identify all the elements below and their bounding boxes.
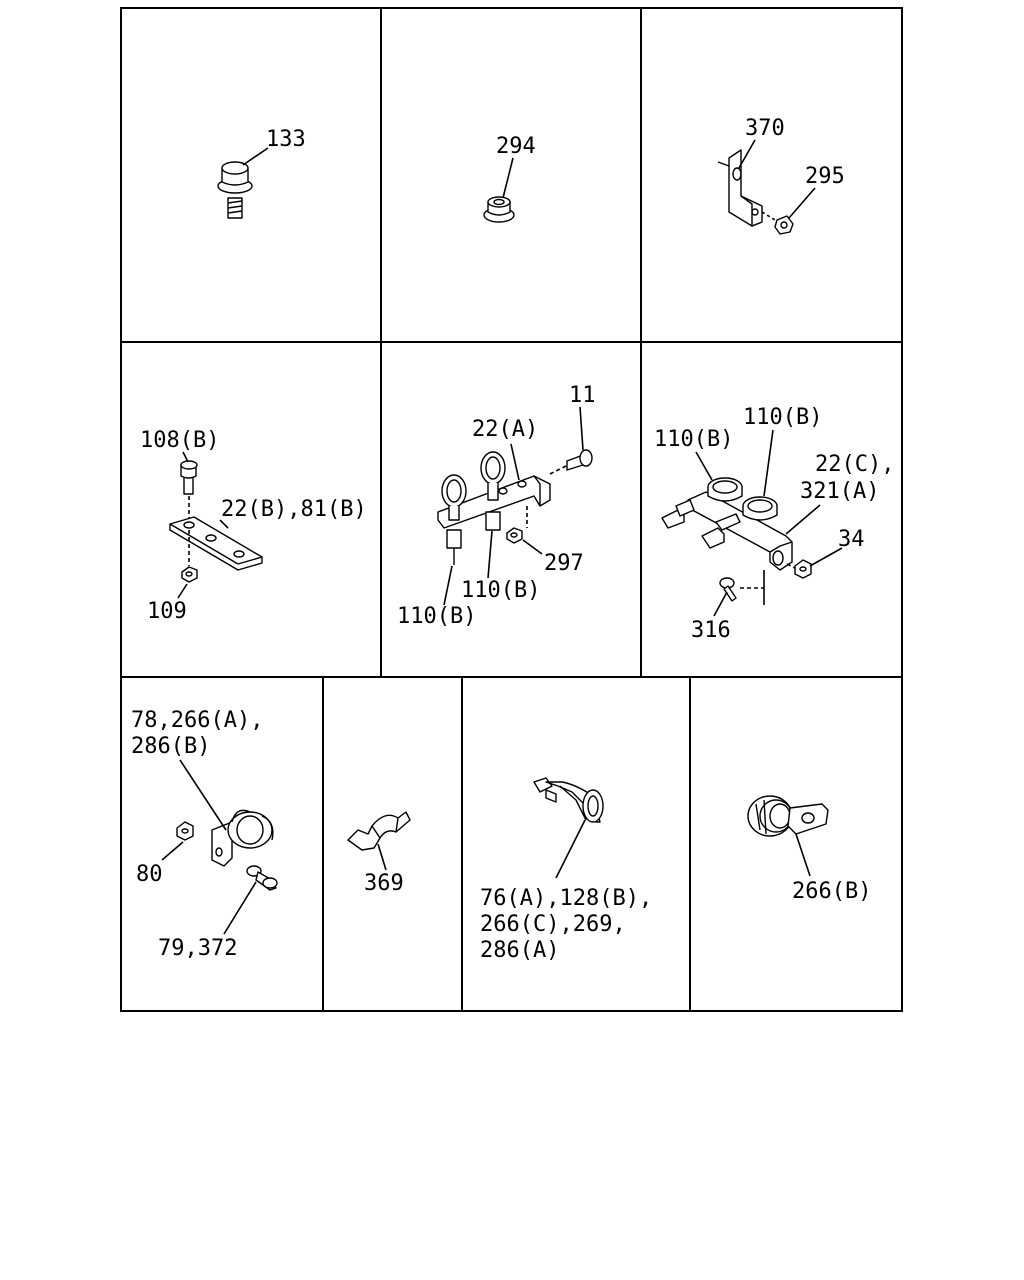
leader-line (763, 429, 774, 497)
hose-clamp-part[interactable] (707, 477, 743, 502)
part-label: 294 (496, 134, 536, 159)
panel-5: 11 22(A) 297 110(B) 110(B) (397, 383, 596, 629)
part-label: 369 (364, 871, 404, 896)
part-label: 22(A) (472, 417, 538, 442)
leader-line (795, 833, 811, 877)
panel-6: 110(B) 110(B) 22(C), 321(A) 34 316 (654, 405, 894, 643)
leader-line (443, 565, 453, 606)
leader-line (522, 539, 543, 555)
leader-line (182, 451, 189, 463)
part-label: 286(B) (131, 734, 210, 759)
leader-line (786, 563, 796, 569)
nut-part[interactable] (794, 559, 812, 579)
part-label: 22(B),81(B) (221, 497, 367, 522)
bracket-part[interactable] (437, 475, 551, 529)
band-clamp-part[interactable] (533, 777, 604, 823)
leader-line (161, 841, 184, 861)
clamp-tab-part[interactable] (675, 499, 695, 517)
clamp-tab-part[interactable] (661, 509, 685, 529)
part-label: 78,266(A), (131, 708, 263, 733)
flange-nut-part[interactable] (483, 196, 515, 223)
leader-line (219, 519, 229, 529)
part-label: 76(A),128(B), (480, 886, 652, 911)
leader-line (785, 504, 821, 535)
part-label: 110(B) (654, 427, 733, 452)
bolt-part[interactable] (719, 577, 737, 602)
leader-line (223, 881, 257, 935)
nut-part[interactable] (181, 566, 198, 583)
panel-1: 133 (217, 127, 306, 219)
panel-2: 294 (483, 134, 536, 223)
part-label: 108(B) (140, 428, 219, 453)
hose-clamp-part[interactable] (742, 496, 778, 521)
hex-nut-part[interactable] (774, 215, 794, 235)
plate-part[interactable] (169, 516, 263, 571)
saddle-clamp-part[interactable] (347, 811, 411, 851)
hose-clamp-part[interactable] (441, 474, 467, 565)
panel-3: 370 295 (717, 116, 845, 235)
leader-line (695, 451, 713, 481)
leader-line (788, 187, 816, 219)
part-label: 22(C), (815, 452, 894, 477)
leader-line (809, 547, 843, 567)
nut-part[interactable] (506, 527, 523, 544)
part-label: 11 (569, 383, 596, 408)
part-label: 266(C),269, (480, 912, 626, 937)
leader-line (738, 139, 756, 169)
cushion-clamp-part[interactable] (747, 795, 829, 837)
leader-line (177, 583, 188, 599)
clamp-tab-part[interactable] (715, 513, 741, 531)
bolt-part[interactable] (246, 865, 278, 891)
part-label: 110(B) (461, 578, 540, 603)
nut-part[interactable] (176, 821, 194, 841)
part-label: 370 (745, 116, 785, 141)
part-label: 295 (805, 164, 845, 189)
clamp-part[interactable] (211, 809, 274, 867)
part-label: 34 (838, 527, 865, 552)
flange-bolt-part[interactable] (217, 161, 253, 219)
leader-line (713, 591, 728, 617)
part-label: 133 (266, 127, 306, 152)
part-label: 297 (544, 551, 584, 576)
hose-clamp-part[interactable] (480, 451, 506, 531)
leader-line (242, 147, 269, 166)
panel-10: 266(B) (747, 795, 871, 904)
part-label: 316 (691, 618, 731, 643)
panel-8: 369 (347, 811, 411, 896)
leader-line (510, 443, 520, 481)
panel-9: 76(A),128(B), 266(C),269, 286(A) (480, 777, 652, 963)
leader-line (502, 157, 514, 199)
part-label: 110(B) (397, 604, 476, 629)
leader-line (179, 759, 227, 831)
part-label: 79,372 (158, 936, 237, 961)
leader-line (761, 211, 776, 221)
part-label: 80 (136, 862, 163, 887)
clamp-tab-part[interactable] (701, 527, 725, 549)
leader-line (549, 465, 567, 475)
panel-grid (120, 7, 903, 1012)
part-label: 321(A) (800, 479, 879, 504)
part-label: 110(B) (743, 405, 822, 430)
panel-7: 78,266(A), 286(B) 80 79,372 (131, 708, 278, 961)
part-label: 109 (147, 599, 187, 624)
part-label: 286(A) (480, 938, 559, 963)
panel-4: 108(B) 22(B),81(B) 109 (140, 428, 367, 624)
leader-line (555, 819, 586, 879)
leader-line (579, 406, 584, 451)
bolt-part[interactable] (566, 449, 593, 471)
leader-line (487, 530, 493, 579)
leader-line (377, 843, 387, 871)
part-label: 266(B) (792, 879, 871, 904)
bracket-part[interactable] (717, 149, 763, 227)
bolt-part[interactable] (180, 460, 198, 495)
